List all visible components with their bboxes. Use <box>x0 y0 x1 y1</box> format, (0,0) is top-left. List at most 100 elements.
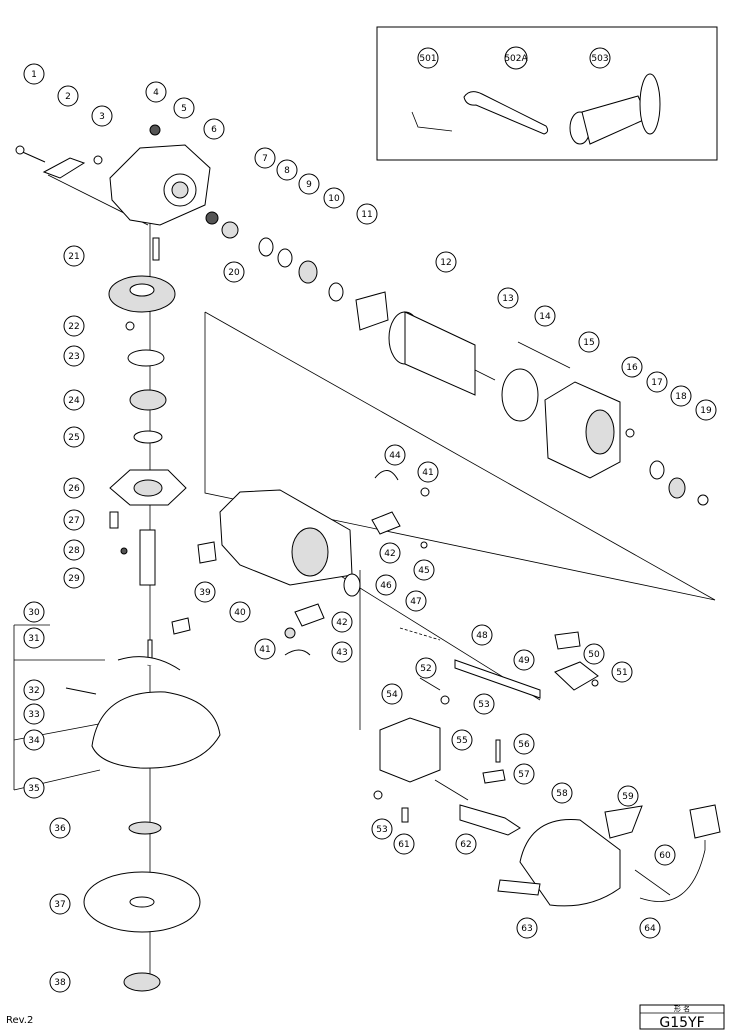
callout-501: 501 <box>417 47 439 69</box>
svg-text:18: 18 <box>675 392 687 402</box>
svg-text:502A: 502A <box>504 54 528 64</box>
noise-suppressor-icon <box>379 717 441 783</box>
svg-text:61: 61 <box>398 840 409 850</box>
callout: 45 <box>413 559 435 581</box>
callout: 20 <box>223 261 245 283</box>
svg-text:30: 30 <box>28 608 40 618</box>
svg-text:501: 501 <box>419 54 436 64</box>
callout: 37 <box>49 893 71 915</box>
svg-text:54: 54 <box>386 690 398 700</box>
callout: 15 <box>578 331 600 353</box>
callout: 44 <box>384 444 406 466</box>
callout: 42 <box>379 542 401 564</box>
svg-text:503: 503 <box>591 54 608 64</box>
svg-text:8: 8 <box>284 166 290 176</box>
callout: 16 <box>621 356 643 378</box>
callout: 19 <box>695 399 717 421</box>
callout: 40 <box>229 601 251 623</box>
callout: 34 <box>23 729 45 751</box>
svg-text:23: 23 <box>68 352 79 362</box>
svg-text:27: 27 <box>68 516 79 526</box>
callout: 59 <box>617 785 639 807</box>
tail-cover-icon <box>519 819 621 907</box>
callout: 62 <box>455 833 477 855</box>
callout: 26 <box>63 477 85 499</box>
svg-text:15: 15 <box>583 338 594 348</box>
svg-text:28: 28 <box>68 546 80 556</box>
svg-text:41: 41 <box>422 468 433 478</box>
callout: 61 <box>393 833 415 855</box>
callout: 41 <box>417 461 439 483</box>
callout: 1 <box>23 63 45 85</box>
svg-text:37: 37 <box>54 900 65 910</box>
wrench-icon <box>463 91 549 135</box>
svg-text:19: 19 <box>700 406 712 416</box>
callout: 6 <box>203 118 225 140</box>
callout: 42 <box>331 611 353 633</box>
svg-text:29: 29 <box>68 574 80 584</box>
callout: 53 <box>473 693 495 715</box>
callout: 33 <box>23 703 45 725</box>
callout: 46 <box>375 574 397 596</box>
svg-text:49: 49 <box>518 656 530 666</box>
svg-text:55: 55 <box>456 736 467 746</box>
callout: 53 <box>371 818 393 840</box>
switch-icon <box>554 661 599 691</box>
callout: 50 <box>583 643 605 665</box>
callout: 11 <box>356 203 378 225</box>
armature-icon <box>388 311 496 396</box>
svg-text:53: 53 <box>478 700 489 710</box>
callout: 28 <box>63 539 85 561</box>
svg-text:52: 52 <box>420 664 431 674</box>
svg-text:50: 50 <box>588 650 600 660</box>
callout: 23 <box>63 345 85 367</box>
svg-text:63: 63 <box>521 924 532 934</box>
callout: 51 <box>611 661 633 683</box>
svg-text:22: 22 <box>68 322 79 332</box>
svg-text:35: 35 <box>28 784 39 794</box>
callout: 55 <box>451 729 473 751</box>
svg-text:45: 45 <box>418 566 429 576</box>
callout: 22 <box>63 315 85 337</box>
svg-text:39: 39 <box>199 588 211 598</box>
svg-text:16: 16 <box>626 363 638 373</box>
svg-text:51: 51 <box>616 668 627 678</box>
svg-text:64: 64 <box>644 924 656 934</box>
callout: 29 <box>63 567 85 589</box>
svg-text:33: 33 <box>28 710 39 720</box>
motor-housing-icon <box>219 489 353 586</box>
callout: 47 <box>405 590 427 612</box>
svg-text:40: 40 <box>234 608 246 618</box>
svg-text:53: 53 <box>376 825 387 835</box>
svg-text:42: 42 <box>384 549 395 559</box>
callouts: 501 502A 503 1 2 3 4 5 6 7 8 9 10 11 12 … <box>23 46 717 993</box>
callout: 27 <box>63 509 85 531</box>
hex-key-icon <box>411 111 453 132</box>
svg-text:38: 38 <box>54 978 66 988</box>
svg-text:46: 46 <box>380 581 392 591</box>
power-cord-icon <box>639 840 706 902</box>
callout: 5 <box>173 97 195 119</box>
svg-text:31: 31 <box>28 634 39 644</box>
svg-text:14: 14 <box>539 312 551 322</box>
svg-text:43: 43 <box>336 648 347 658</box>
callout: 32 <box>23 679 45 701</box>
callout: 41 <box>254 638 276 660</box>
callout: 30 <box>23 601 45 623</box>
svg-text:32: 32 <box>28 686 39 696</box>
cord-armor-icon <box>459 804 521 836</box>
svg-text:13: 13 <box>502 294 513 304</box>
svg-text:42: 42 <box>336 618 347 628</box>
accessory-box <box>376 26 718 161</box>
switch-bar-icon <box>454 659 541 699</box>
callout: 3 <box>91 105 113 127</box>
svg-text:20: 20 <box>228 268 240 278</box>
part-drawings <box>15 73 721 992</box>
svg-text:24: 24 <box>68 396 80 406</box>
svg-text:1: 1 <box>31 70 37 80</box>
svg-text:6: 6 <box>211 125 217 135</box>
callout: 48 <box>471 624 493 646</box>
svg-text:36: 36 <box>54 824 66 834</box>
svg-text:60: 60 <box>659 851 671 861</box>
